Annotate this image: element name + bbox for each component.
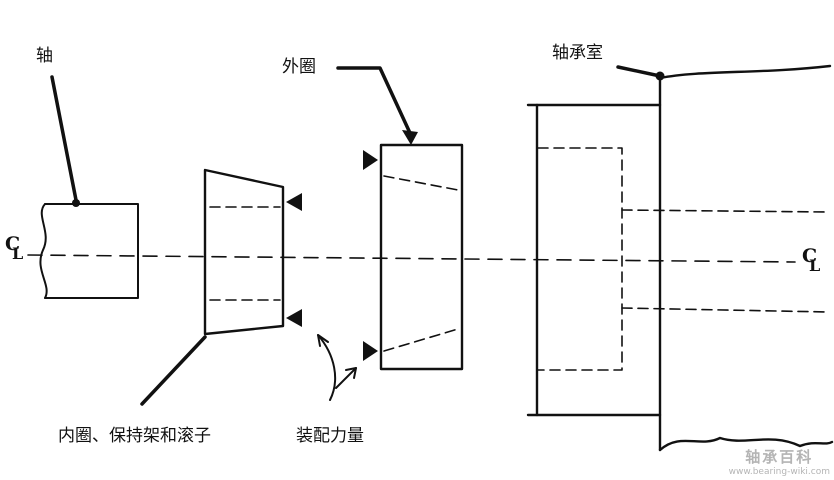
centerline-symbol-left: C L [5,233,23,262]
housing-label: 轴承室 [552,43,603,63]
outer-ring-leader-arrowhead [402,130,418,145]
centerline-symbol-sub: L [809,256,821,275]
shaft-leader-dot [72,199,80,207]
assembly-force-label: 装配力量 [296,426,364,446]
centerline-symbol-main: C [802,245,818,267]
centerline-symbol-sub: L [12,244,24,263]
leader-lines [50,65,662,406]
watermark: 轴承百科 www.bearing-wiki.com [729,446,830,477]
bearing-housing [526,64,834,452]
watermark-title: 轴承百科 [745,448,814,466]
inner-ring-cage-rollers [203,168,285,336]
shaft-label: 轴 [36,46,53,66]
inner-assembly-label: 内圈、保持架和滚子 [58,426,211,446]
watermark-url: www.bearing-wiki.com [728,467,830,477]
centerline-symbol-main: C [5,233,21,255]
shaft [39,203,139,299]
centerline [27,254,796,263]
outer-ring-label: 外圈 [282,57,316,77]
force-indicator-arrow [317,334,357,401]
assembly-force-arrows [286,150,378,361]
housing-leader-dot [655,71,665,81]
outer-ring [379,143,464,371]
centerline-symbol-right: C L [802,245,820,274]
